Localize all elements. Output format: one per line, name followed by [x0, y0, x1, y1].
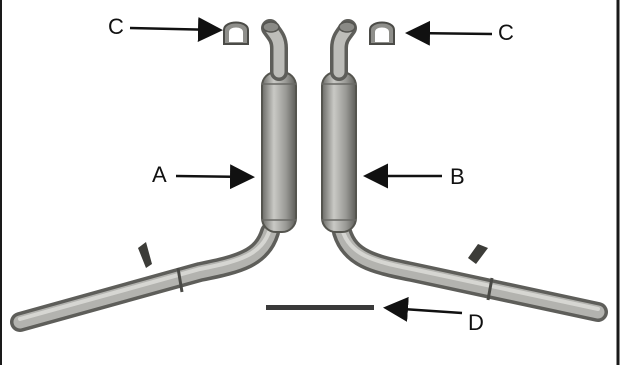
- callout-c-left: C: [108, 16, 124, 38]
- rod-d: [266, 305, 374, 310]
- right-pipe-inlet: [339, 22, 355, 32]
- callout-a: A: [152, 164, 167, 186]
- right-hanger-bracket: [468, 244, 488, 264]
- arrow-a: [176, 176, 250, 177]
- callout-c-right: C: [498, 22, 514, 44]
- left-pipe-inlet: [263, 22, 279, 32]
- arrow-c-right: [410, 33, 492, 34]
- clamp-right: [370, 23, 394, 45]
- muffler-b: [322, 72, 356, 232]
- left-hanger-bracket: [138, 242, 152, 268]
- callout-b: B: [450, 166, 465, 188]
- arrow-d: [388, 308, 462, 313]
- callout-d: D: [468, 312, 484, 334]
- arrow-c-left: [130, 28, 218, 30]
- muffler-a: [262, 72, 296, 232]
- clamp-left: [224, 23, 248, 45]
